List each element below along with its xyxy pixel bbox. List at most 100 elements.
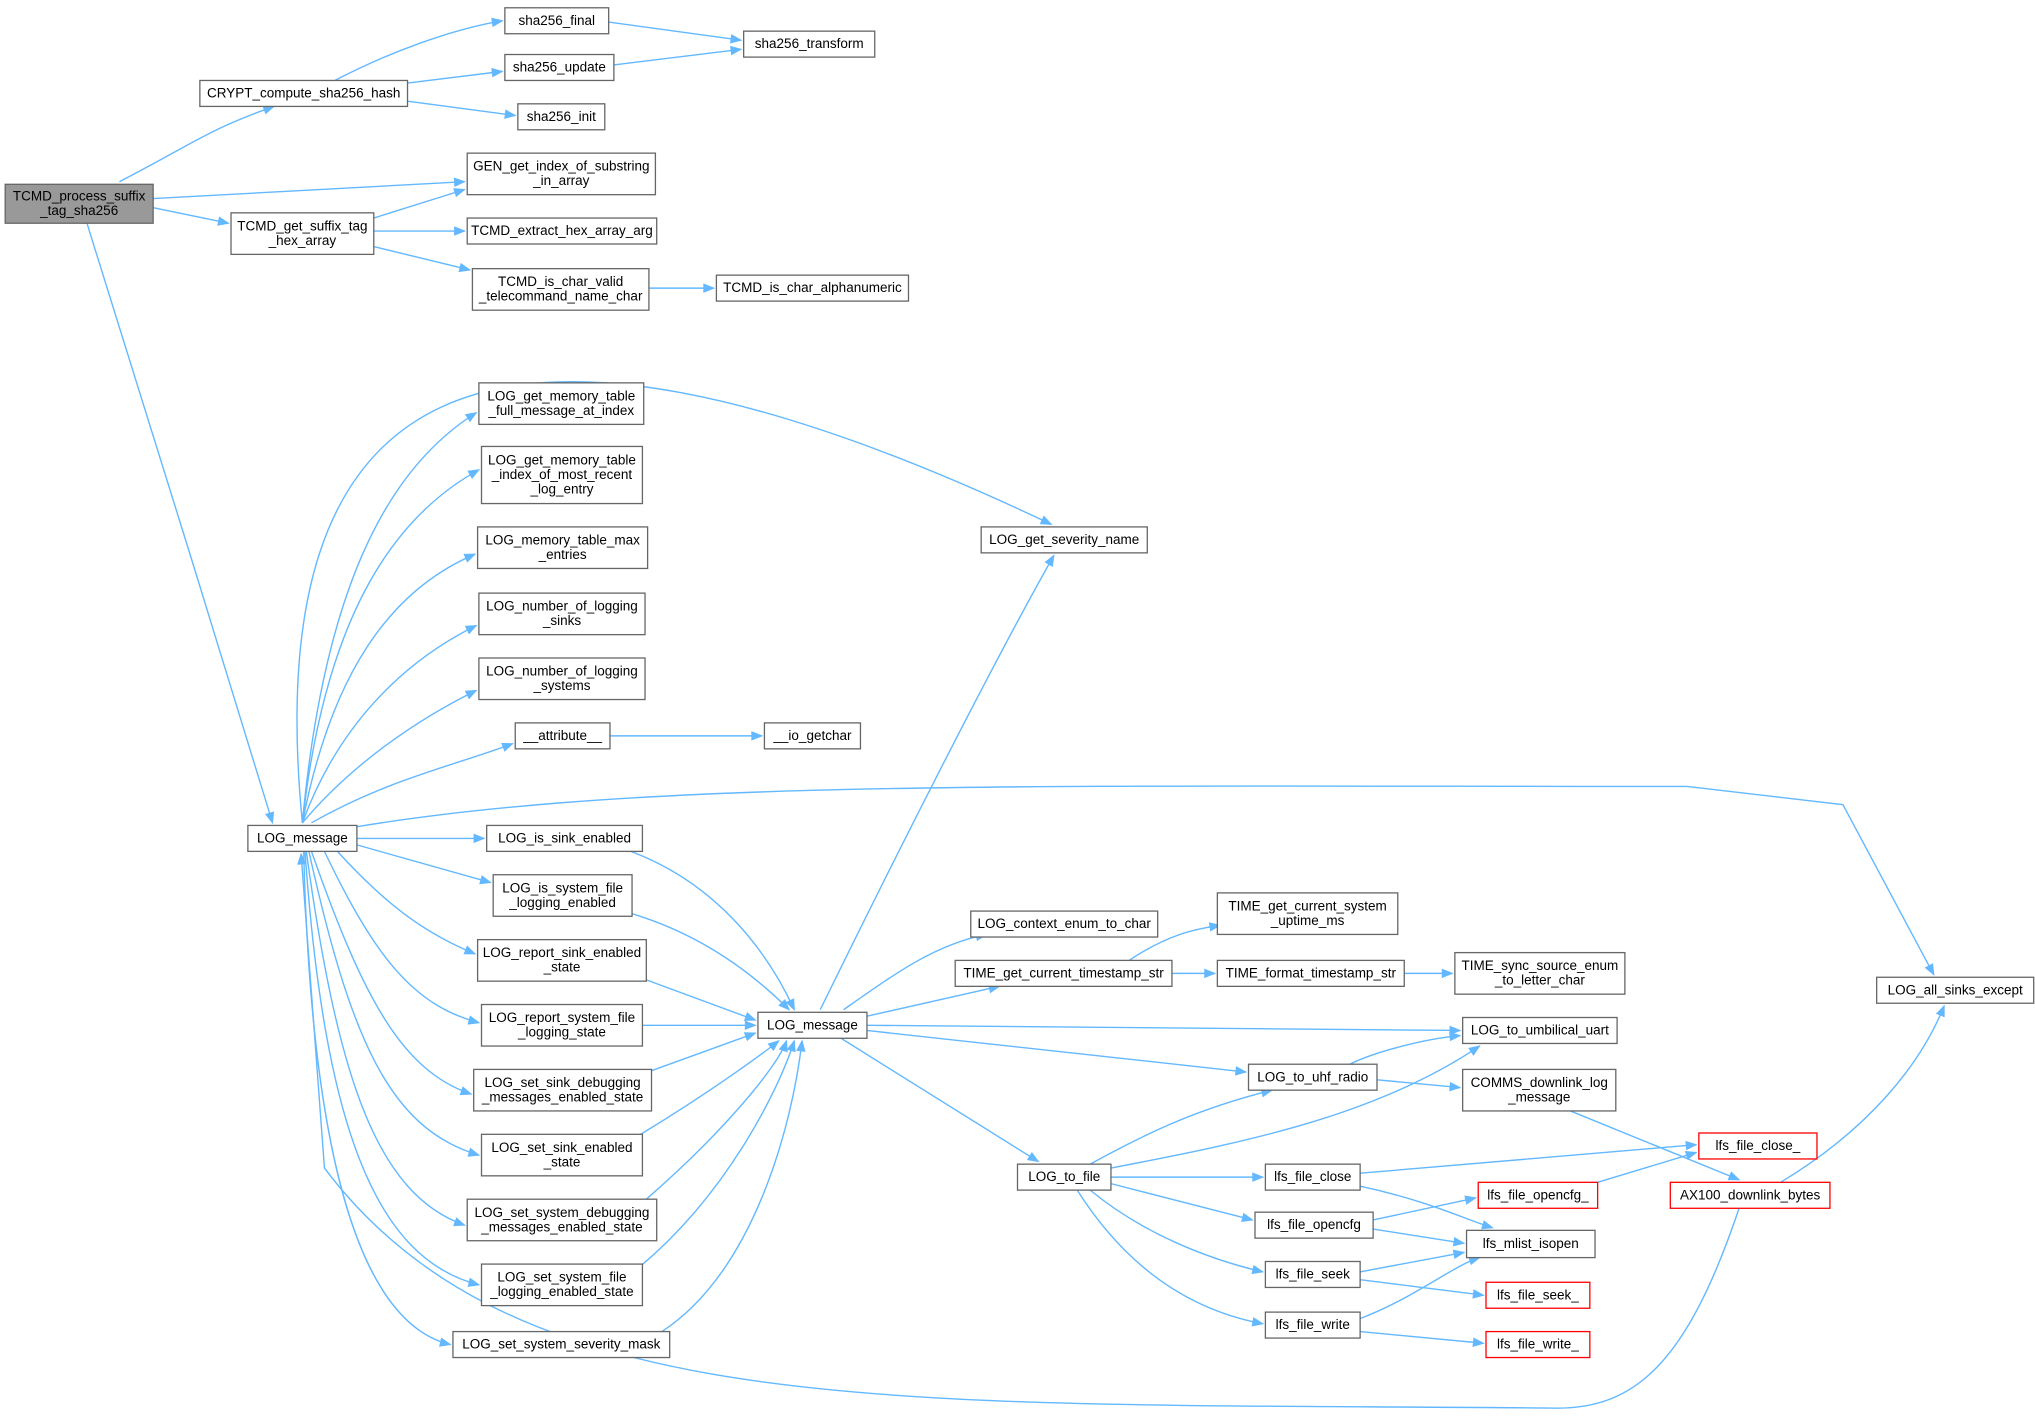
node-rep-sys[interactable]: LOG_report_system_file_logging_state [480,1003,644,1047]
node-label-line: _systems [532,678,590,693]
node-box [757,1011,868,1039]
node-lfs-mlist[interactable]: lfs_mlist_isopen [1465,1229,1596,1259]
node-lfs-write-[interactable]: lfs_file_write_ [1485,1330,1591,1359]
node-label-line: LOG_memory_table_max [485,532,640,547]
node-lfs-seek[interactable]: lfs_file_seek [1264,1260,1361,1289]
node-gen-idx[interactable]: GEN_get_index_of_substring_in_array [466,152,657,196]
node-getchar[interactable]: __io_getchar [763,722,862,750]
node-box [763,722,862,750]
node-num-sys[interactable]: LOG_number_of_logging_systems [478,657,646,701]
node-box [1264,1163,1361,1191]
edge-log-msg1-to-num-sinks [301,624,478,824]
node-fmt-ts[interactable]: TIME_format_timestamp_str [1216,959,1405,988]
node-set-sys-file[interactable]: LOG_set_system_file_logging_enabled_stat… [480,1263,644,1307]
node-box [1016,1163,1112,1191]
node-label-line: LOG_get_memory_table [487,388,635,403]
node-tcmd-suffix[interactable]: TCMD_get_suffix_tag_hex_array [230,212,375,256]
node-num-sinks[interactable]: LOG_number_of_logging_sinks [478,592,646,636]
node-box [1462,1068,1617,1112]
node-all-sinks[interactable]: LOG_all_sinks_except [1876,976,2035,1004]
edge-sysfile-en-to-log-msg2 [631,913,791,1011]
node-sync-src[interactable]: TIME_sync_source_enum_to_letter_char [1454,951,1626,995]
edge-crypt-to-sha-update [407,67,504,84]
edge-log-msg1-to-rep-sys [323,851,481,1025]
node-lfs-seek-[interactable]: lfs_file_seek_ [1485,1281,1591,1309]
node-set-sys-dbg[interactable]: LOG_set_system_debugging_messages_enable… [466,1198,658,1242]
node-ax100[interactable]: AX100_downlink_bytes [1669,1181,1831,1209]
node-label-line: _logging_enabled_state [489,1284,633,1299]
node-lfs-close[interactable]: lfs_file_close [1264,1163,1361,1191]
node-log-file[interactable]: LOG_to_file [1016,1163,1112,1191]
node-umb[interactable]: LOG_to_umbilical_uart [1462,1016,1618,1045]
edge-log-file-to-lfs-write [1076,1189,1265,1327]
node-tcmd-extract[interactable]: TCMD_extract_hex_array_arg [466,217,658,245]
node-box [504,7,610,35]
node-label-line: _log_entry [529,482,593,497]
node-ts-str[interactable]: TIME_get_current_timestamp_str [954,959,1173,988]
node-lfs-opencfg[interactable]: lfs_file_opencfg [1254,1211,1374,1239]
node-comms[interactable]: COMMS_downlink_log_message [1462,1068,1617,1112]
node-tcmd-valid[interactable]: TCMD_is_char_valid_telecommand_name_char [471,268,650,311]
node-label-line: LOG_context_enum_to_char [978,916,1152,931]
node-set-sink-dbg[interactable]: LOG_set_sink_debugging_messages_enabled_… [473,1068,653,1112]
node-box [1264,1260,1361,1289]
node-box [970,910,1159,938]
edge-log-msg1-to-mem-full [301,411,478,823]
node-log-msg2[interactable]: LOG_message [757,1011,868,1039]
node-label-line: LOG_set_system_debugging [475,1205,650,1220]
node-box [1462,1016,1618,1045]
node-label-line: sha256_transform [755,36,864,51]
node-label-line: lfs_file_write_ [1497,1337,1579,1352]
node-lfs-close-[interactable]: lfs_file_close_ [1698,1132,1818,1160]
node-log-msg1[interactable]: LOG_message [247,824,358,853]
edge-log-msg1-to-attr [311,742,514,824]
node-sha-update[interactable]: sha256_update [504,53,615,82]
node-uhf[interactable]: LOG_to_uhf_radio [1247,1063,1378,1091]
node-label-line: __io_getchar [772,728,852,743]
node-mem-idx[interactable]: LOG_get_memory_table_index_of_most_recen… [480,445,644,505]
node-box [743,30,876,58]
node-label-line: TIME_format_timestamp_str [1226,965,1397,980]
node-label-line: TCMD_process_suffix [13,189,146,204]
node-sysfile-en[interactable]: LOG_is_system_file_logging_enabled [492,874,633,917]
node-tcmd-alnum[interactable]: TCMD_is_char_alphanumeric [715,274,910,302]
node-set-mask[interactable]: LOG_set_system_severity_mask [452,1330,671,1359]
node-sev-name[interactable]: LOG_get_severity_name [980,526,1148,554]
node-uptime[interactable]: TIME_get_current_system_uptime_ms [1216,892,1399,936]
node-box [1698,1132,1818,1160]
edge-lfs-opencfg--to-lfs-close- [1597,1150,1698,1183]
edge-set-sys-dbg-to-log-msg2 [645,1039,788,1200]
node-label-line: TIME_get_current_timestamp_str [963,965,1164,980]
edge-root-to-log-msg1 [86,223,275,825]
node-sha-transform[interactable]: sha256_transform [743,30,876,58]
node-label-line: LOG_to_file [1028,1169,1100,1184]
node-label-line: _hex_array [268,233,337,248]
node-box [1254,1211,1374,1239]
edge-set-sink-en-to-log-msg2 [638,1040,780,1137]
node-crypt[interactable]: CRYPT_compute_sha256_hash [199,79,409,108]
node-box [954,959,1173,988]
node-attr[interactable]: __attribute__ [514,722,611,750]
node-lfs-opencfg-[interactable]: lfs_file_opencfg_ [1477,1181,1599,1209]
node-sha-init[interactable]: sha256_init [517,103,606,131]
node-label-line: LOG_set_sink_debugging [485,1075,641,1090]
node-box [471,268,650,311]
edge-rep-sink-to-log-msg2 [646,979,757,1021]
edge-log-msg1-to-set-mask [302,851,452,1347]
edge-log-msg2-to-ts-str [866,984,1001,1017]
node-sink-en[interactable]: LOG_is_sink_enabled [486,824,644,853]
edge-set-sys-file-to-log-msg2 [639,1039,796,1268]
node-label-line: AX100_downlink_bytes [1680,1187,1821,1202]
node-lfs-write[interactable]: lfs_file_write [1264,1311,1361,1339]
node-root[interactable]: TCMD_process_suffix_tag_sha256 [4,183,154,224]
node-mem-max[interactable]: LOG_memory_table_max_entries [476,526,649,570]
node-set-sink-en[interactable]: LOG_set_sink_enabled_state [480,1133,644,1177]
node-box [476,938,647,982]
edge-tcmd-suffix-to-tcmd-extract [373,226,466,236]
node-label-line: LOG_to_umbilical_uart [1471,1023,1609,1038]
node-ctx-enum[interactable]: LOG_context_enum_to_char [970,910,1159,938]
node-sha-final[interactable]: sha256_final [504,7,610,35]
node-rep-sink[interactable]: LOG_report_sink_enabled_state [476,938,647,982]
node-box [1477,1181,1599,1209]
node-mem-full[interactable]: LOG_get_memory_table_full_message_at_ind… [478,382,645,426]
